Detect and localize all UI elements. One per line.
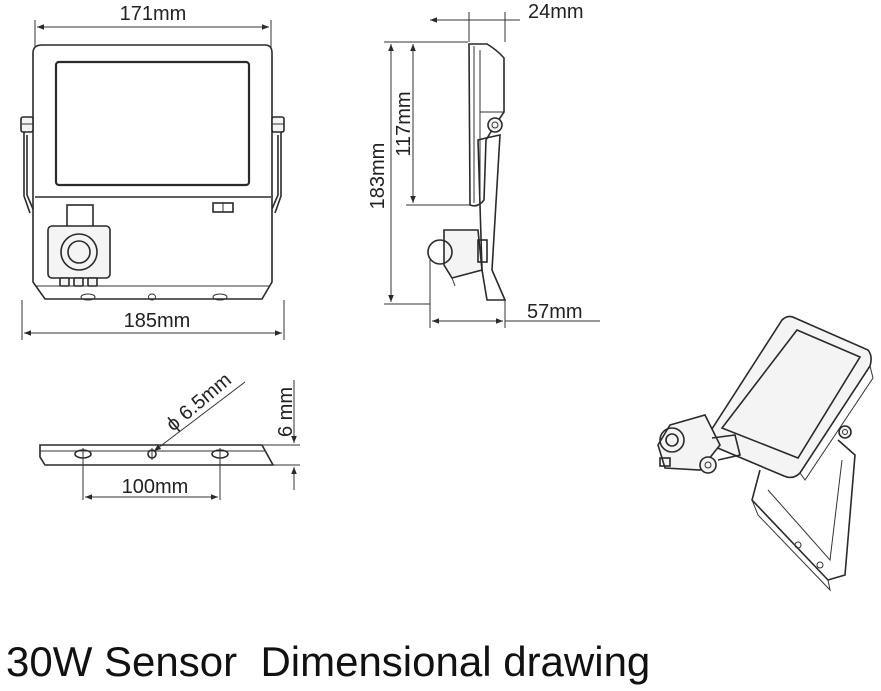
side-sensor — [443, 229, 483, 279]
isometric-view — [657, 315, 874, 592]
side-bracket — [477, 133, 507, 301]
front-view: 171mm 185mm — [20, 3, 285, 340]
hole-diameter-label: ϕ 6.5mm — [162, 369, 236, 436]
housing-outline — [32, 44, 273, 300]
side-bracket-depth-label: 57mm — [527, 301, 583, 323]
panel-height-label: 117mm — [393, 91, 415, 156]
side-knob — [487, 117, 503, 133]
bracket-plate — [39, 444, 275, 466]
overall-height-label: 183mm — [367, 143, 389, 210]
bracket-right-arm — [271, 135, 279, 210]
side-view: 24mm 183mm 117mm 57mm — [367, 1, 600, 328]
drawing-caption: 30W Sensor Dimensional drawing — [6, 638, 650, 685]
bracket-left-arm — [26, 135, 34, 210]
bracket-detail-view: ϕ 6.5mm 6 mm 100mm — [39, 369, 300, 500]
led-panel — [54, 60, 251, 187]
front-width-label: 171mm — [120, 3, 187, 25]
side-depth-label: 24mm — [528, 1, 584, 23]
iso-panel — [707, 315, 872, 479]
sensor-neck — [66, 204, 94, 228]
bracket-thickness-label: 6 mm — [275, 387, 297, 437]
front-base-width-label: 185mm — [124, 310, 191, 332]
hole-spacing-label: 100mm — [122, 476, 189, 498]
iso-bracket — [751, 439, 856, 581]
